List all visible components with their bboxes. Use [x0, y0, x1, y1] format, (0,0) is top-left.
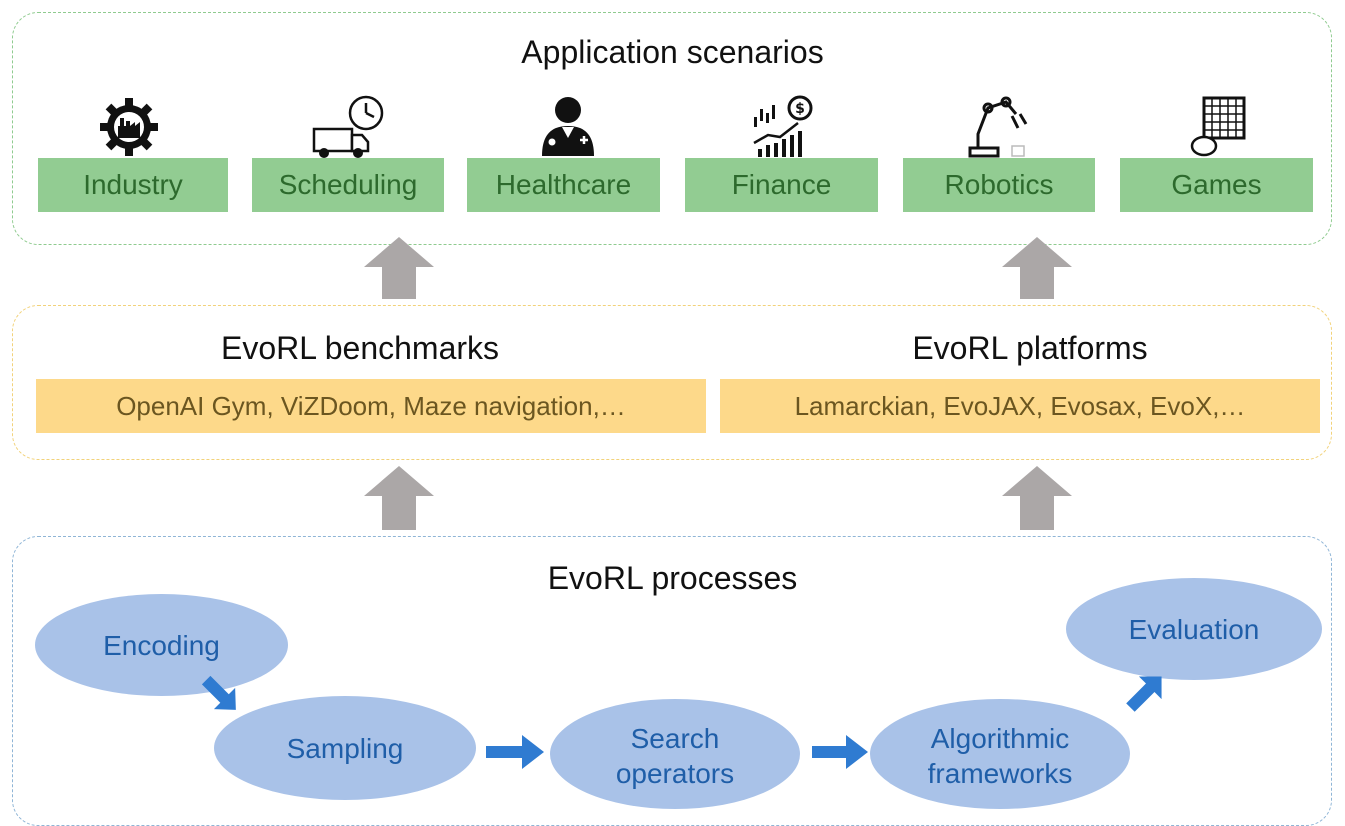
process-search-line2: operators: [615, 758, 735, 789]
svg-text:$: $: [795, 101, 805, 117]
process-evaluation-label: Evaluation: [1128, 613, 1260, 645]
process-search-line1: Search: [630, 723, 720, 754]
finance-chart-icon: $: [753, 95, 813, 157]
process-encoding-label: Encoding: [103, 629, 220, 661]
process-encoding: Encoding: [35, 594, 288, 696]
arrow-encoding-to-sampling: [201, 675, 236, 710]
app-box-scheduling: Scheduling: [252, 158, 444, 212]
platforms-title: EvoRL platforms: [912, 330, 1148, 366]
process-algorithmic-frameworks: Algorithmic frameworks: [870, 699, 1130, 809]
benchmarks-platforms-panel: [12, 305, 1332, 460]
up-arrow-platforms-to-apps: [1002, 237, 1072, 299]
app-box-games: Games: [1120, 158, 1313, 212]
robot-arm-icon: [968, 96, 1028, 158]
process-algorithmic-line1: Algorithmic: [930, 723, 1070, 754]
delivery-truck-clock-icon: [312, 95, 384, 158]
process-sampling-label: Sampling: [286, 732, 404, 764]
benchmarks-list: OpenAI Gym, ViZDoom, Maze navigation,…: [36, 379, 706, 433]
arrow-algorithmic-to-evaluation: [1126, 676, 1162, 712]
arrow-sampling-to-search: [486, 735, 544, 769]
arrow-search-to-algorithmic: [812, 735, 868, 769]
doctor-icon: [542, 97, 594, 156]
app-box-industry: Industry: [38, 158, 228, 212]
app-box-finance: Finance: [685, 158, 878, 212]
board-game-icon: [1190, 96, 1246, 157]
factory-gear-icon: [100, 98, 158, 156]
process-sampling: Sampling: [214, 696, 476, 800]
up-arrow-benchmarks-to-apps: [364, 237, 434, 299]
application-scenarios-title: Application scenarios: [521, 34, 824, 70]
process-algorithmic-line2: frameworks: [927, 758, 1073, 789]
application-scenarios-panel: [12, 12, 1332, 245]
processes-title: EvoRL processes: [547, 560, 798, 596]
app-box-robotics: Robotics: [903, 158, 1095, 212]
process-search-operators: Search operators: [550, 699, 800, 809]
platforms-list: Lamarckian, EvoJAX, Evosax, EvoX,…: [720, 379, 1320, 433]
benchmarks-title: EvoRL benchmarks: [220, 330, 500, 366]
up-arrow-processes-to-platforms: [1002, 466, 1072, 530]
process-evaluation: Evaluation: [1066, 578, 1322, 680]
up-arrow-processes-to-benchmarks: [364, 466, 434, 530]
app-box-healthcare: Healthcare: [467, 158, 660, 212]
